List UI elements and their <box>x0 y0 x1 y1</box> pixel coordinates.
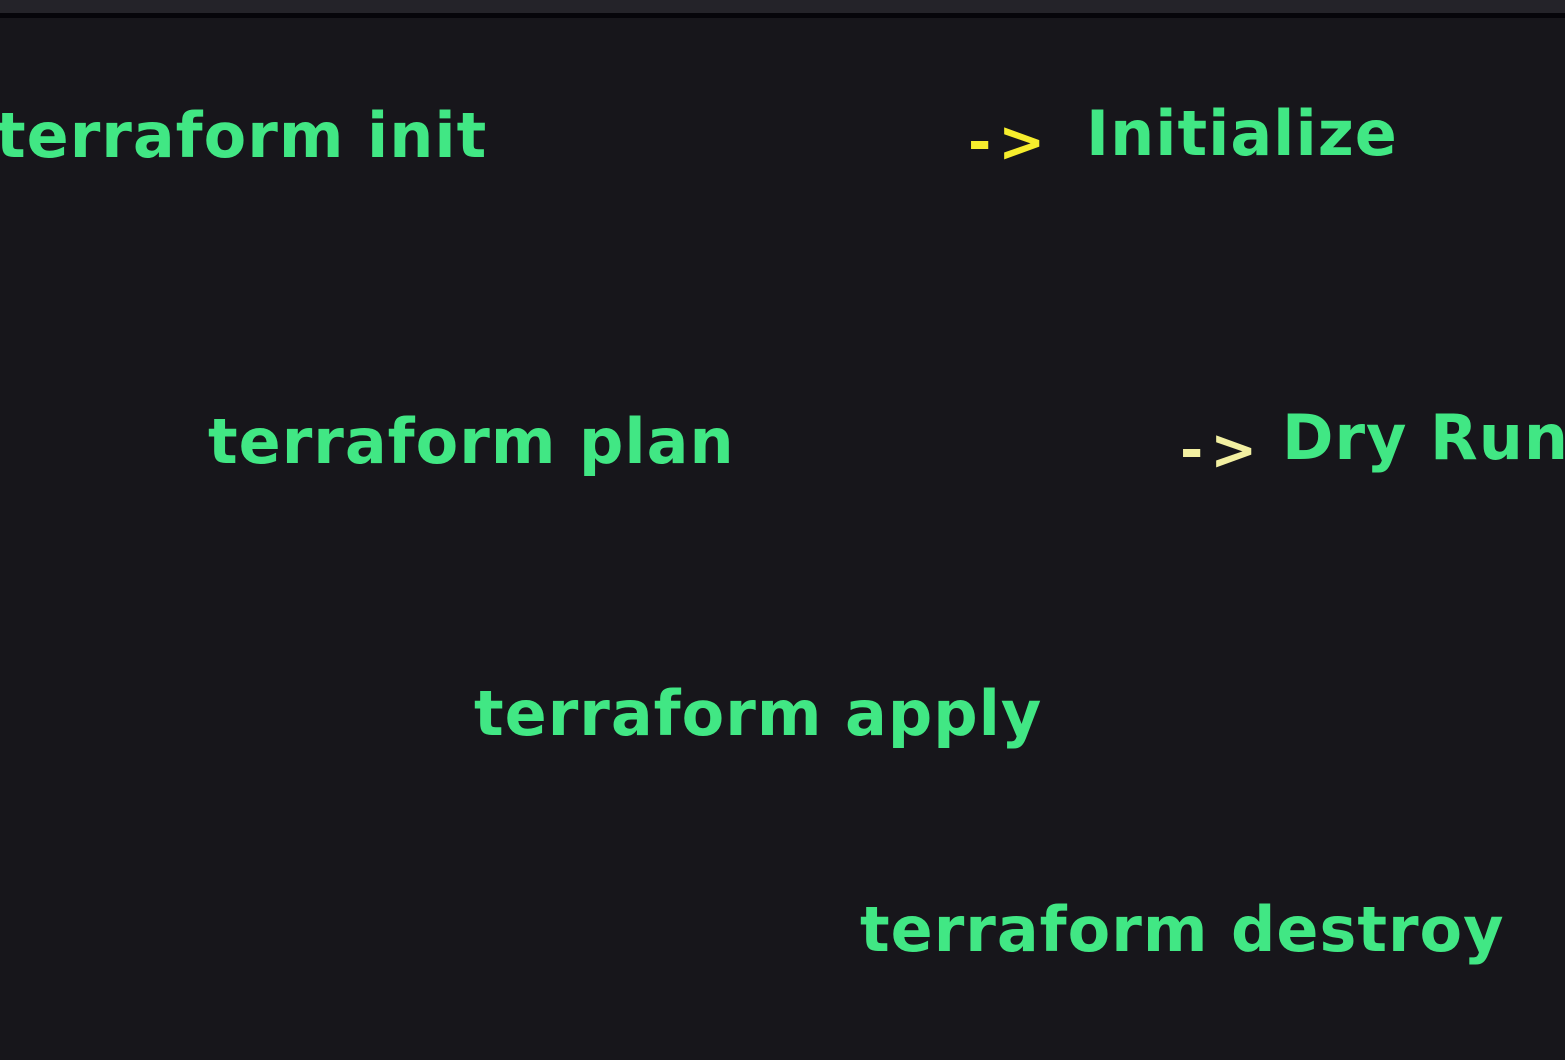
label-dry-run: Dry Run <box>1282 401 1565 474</box>
arrow-right-icon: -> <box>1180 418 1265 483</box>
command-terraform-destroy: terraform destroy <box>860 893 1505 966</box>
command-terraform-apply: terraform apply <box>474 677 1043 750</box>
command-terraform-init: terraform init <box>0 99 488 172</box>
top-divider-line <box>0 13 1565 18</box>
window-top-bar <box>0 0 1565 13</box>
label-initialize: Initialize <box>1086 97 1398 170</box>
arrow-right-icon: -> <box>968 110 1053 175</box>
command-terraform-plan: terraform plan <box>208 405 735 478</box>
